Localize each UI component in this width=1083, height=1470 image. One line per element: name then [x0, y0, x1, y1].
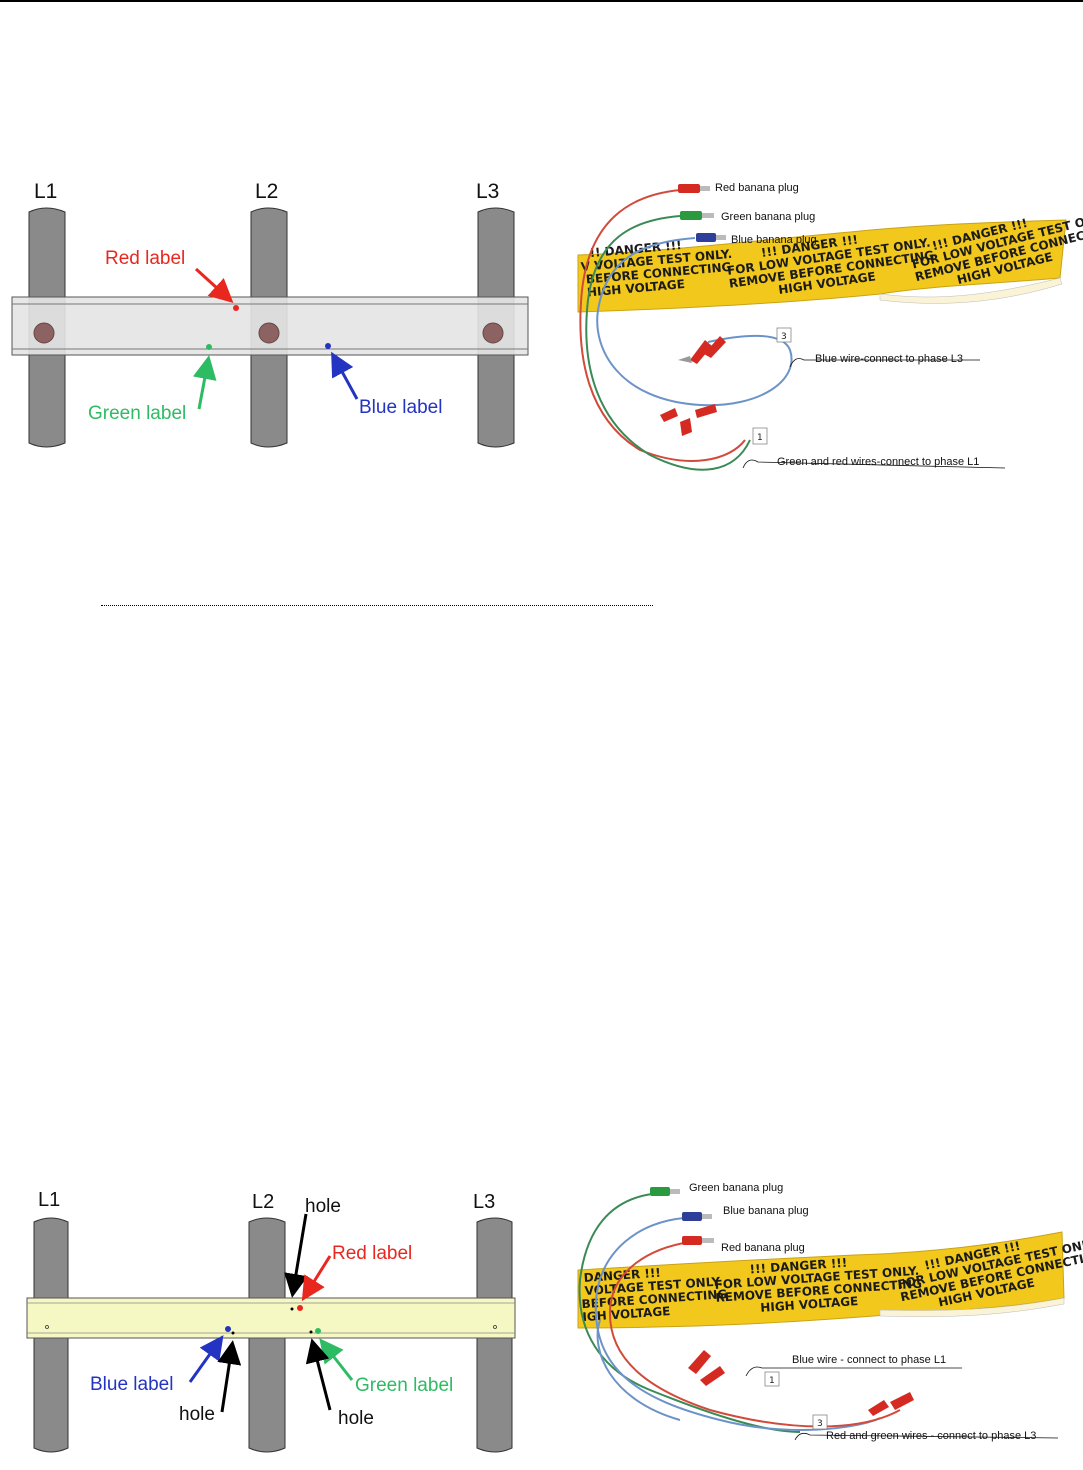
red-label-text: Red label — [105, 248, 185, 269]
busbar-top — [11, 296, 529, 356]
test-lead-photo-top: !! DANGER !!! V VOLTAGE TEST ONLY. BEFOR… — [577, 182, 1083, 471]
blue-label-dot — [225, 1326, 231, 1332]
hole-dot-left — [231, 1331, 235, 1335]
svg-text:3: 3 — [781, 332, 787, 342]
green-label-arrow — [192, 355, 217, 410]
wire-tag-green-red: 1 — [752, 427, 768, 445]
svg-text:HIGH VOLTAGE: HIGH VOLTAGE — [760, 1294, 859, 1315]
green-label-text: Green label — [355, 1375, 453, 1396]
hole-text-right: hole — [338, 1408, 374, 1429]
hole-arrow-left — [217, 1340, 242, 1413]
phase-label-l1: L1 — [38, 1189, 60, 1211]
hole-dot-top — [290, 1307, 294, 1311]
plug-label-2: Green banana plug — [721, 211, 815, 223]
blue-banana-plug — [696, 233, 726, 242]
caption-blue-wire: Blue wire-connect to phase L3 — [815, 353, 963, 365]
hole-text-left: hole — [179, 1404, 215, 1425]
svg-text:!!! DANGER !!!: !!! DANGER !!! — [749, 1256, 848, 1277]
phase-label-l3: L3 — [476, 180, 499, 203]
hole-arrow-top — [284, 1213, 308, 1298]
blue-banana-plug — [682, 1212, 712, 1221]
green-label-text: Green label — [88, 403, 186, 424]
wire-tag-blue: 3 — [776, 327, 792, 343]
red-label-arrow — [194, 267, 234, 304]
clips-left — [688, 1350, 725, 1386]
busbar-bottom — [26, 1297, 516, 1339]
hole-arrow-right — [305, 1338, 332, 1411]
phase-label-l2: L2 — [255, 180, 278, 203]
red-banana-plug — [678, 184, 710, 193]
plug-label-2: Blue banana plug — [723, 1205, 809, 1217]
busbar-diagram-top: L1 L2 L3 Red label Green label Blue labe… — [11, 180, 529, 448]
clips-upper — [678, 336, 726, 364]
caption-green-red-wires: Red and green wires - connect to phase L… — [826, 1430, 1036, 1442]
top-rule — [0, 0, 1083, 2]
plug-label-1: Red banana plug — [715, 182, 799, 194]
svg-text:1: 1 — [757, 433, 763, 443]
caption-green-red-wires: Green and red wires-connect to phase L1 — [777, 456, 979, 468]
hole-text-top: hole — [305, 1196, 341, 1217]
wire-tag-green-red: 3 — [812, 1414, 828, 1430]
clips-right — [868, 1392, 914, 1416]
red-label-dot — [233, 305, 239, 311]
bolt-l1 — [33, 322, 55, 344]
phase-label-l3: L3 — [473, 1191, 495, 1213]
blue-label-text: Blue label — [359, 397, 442, 418]
red-label-text: Red label — [332, 1243, 412, 1264]
wire-tag-blue: 1 — [764, 1371, 780, 1387]
blue-label-text: Blue label — [90, 1374, 173, 1395]
green-label-dot — [206, 344, 212, 350]
plug-label-3: Red banana plug — [721, 1242, 805, 1254]
tape-text-block-3: !!! DANGER !!! FOR LOW VOLTAGE TEST ONLY… — [896, 1235, 1083, 1309]
section-divider — [101, 605, 653, 606]
blue-label-dot — [325, 343, 331, 349]
red-label-arrow — [301, 1255, 332, 1302]
svg-text:1: 1 — [769, 1376, 775, 1386]
green-banana-plug — [650, 1187, 680, 1196]
busbar-diagram-bottom: L1 L2 L3 hole Red label Blue label hole … — [26, 1189, 516, 1453]
test-lead-photo-bottom: DANGER !!! VOLTAGE TEST ONLY. BEFORE CON… — [577, 1182, 1083, 1442]
blue-label-arrow — [188, 1335, 224, 1383]
blue-label-arrow — [331, 351, 359, 400]
clips-lower — [660, 404, 717, 436]
svg-text:IGH VOLTAGE: IGH VOLTAGE — [582, 1304, 671, 1324]
caption-blue-wire: Blue wire - connect to phase L1 — [792, 1354, 946, 1366]
green-label-dot — [315, 1328, 321, 1334]
svg-text:3: 3 — [817, 1419, 823, 1429]
red-banana-plug — [682, 1236, 714, 1245]
plug-label-3: Blue banana plug — [731, 234, 817, 246]
hole-dot-right — [309, 1330, 313, 1334]
plug-label-1: Green banana plug — [689, 1182, 783, 1194]
phase-label-l1: L1 — [34, 180, 57, 203]
danger-tape-bottom — [577, 1231, 1065, 1329]
bolt-l3 — [482, 322, 504, 344]
phase-label-l2: L2 — [252, 1191, 274, 1213]
green-banana-plug — [680, 211, 714, 220]
red-label-dot — [297, 1305, 303, 1311]
busbar-end-hole-right — [493, 1325, 497, 1329]
busbar-end-hole-left — [45, 1325, 49, 1329]
bolt-l2 — [258, 322, 280, 344]
